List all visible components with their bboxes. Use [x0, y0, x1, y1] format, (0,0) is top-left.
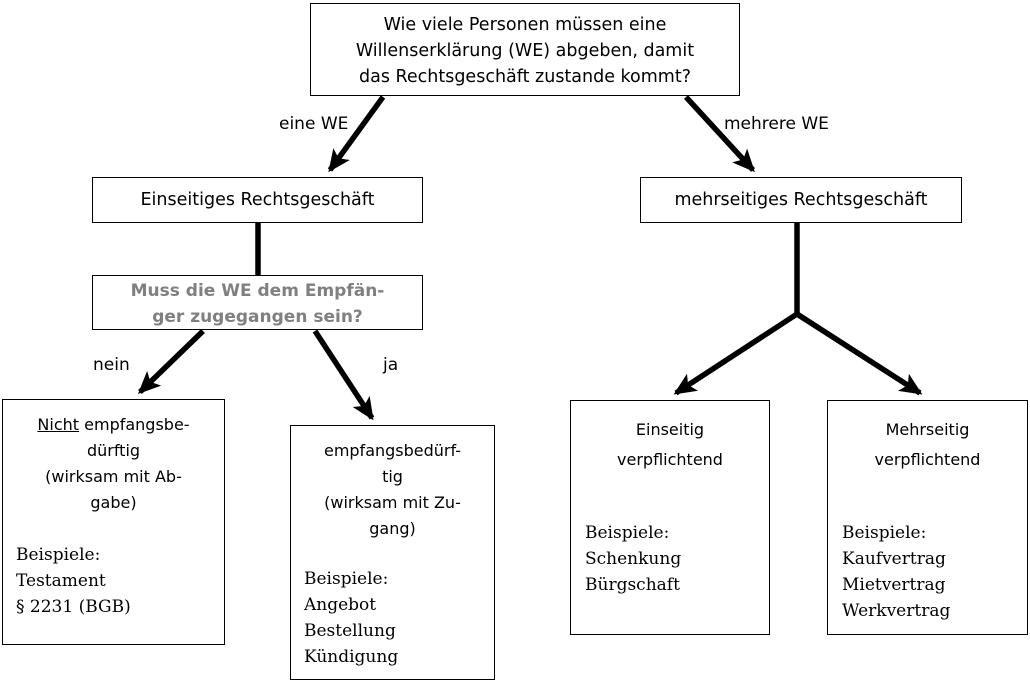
- node-empfangsbeduerftig: empfangsbedürf- tig (wirksam mit Zu- gan…: [290, 425, 495, 680]
- edge-fork-to-einseitig-verpflichtend: [673, 311, 799, 396]
- node-mehrseitig-verpflichtend: Mehrseitig verpflichtend Beispiele: Kauf…: [827, 400, 1028, 635]
- edge-question-to-nicht: [137, 329, 205, 394]
- node-mehrseitig-verpflichtend-label: Mehrseitig verpflichtend: [874, 420, 981, 469]
- node-einseitig-verpflichtend: Einseitig verpflichtend Beispiele: Schen…: [570, 400, 770, 635]
- node-root-question-label: Wie viele Personen müssen eine Willenser…: [355, 15, 695, 87]
- node-einseitiges-rechtsgeschaeft: Einseitiges Rechtsgeschäft: [92, 177, 423, 223]
- node-einseitig-verpflichtend-examples: Beispiele: Schenkung Bürgschaft: [585, 523, 682, 595]
- node-mehrseitig-verpflichtend-examples: Beispiele: Kaufvertrag Mietvertrag Werkv…: [842, 523, 951, 621]
- edge-label-nein: nein: [93, 355, 130, 375]
- edge-question-to-beduerftig: [312, 329, 375, 421]
- node-einseitig-verpflichtend-label: Einseitig verpflichtend: [617, 420, 723, 469]
- node-nicht-empfangsbeduerftig-emphasis: Nicht: [37, 415, 80, 434]
- node-root-question: Wie viele Personen müssen eine Willenser…: [310, 3, 740, 96]
- edge-label-mehrere-we: mehrere WE: [724, 114, 829, 134]
- node-nicht-empfangsbeduerftig-label: Nicht empfangsbe- dürftig (wirksam mit A…: [3, 400, 224, 516]
- edge-label-ja: ja: [383, 355, 399, 375]
- node-mehrseitiges-rechtsgeschaeft-label: mehrseitiges Rechtsgeschäft: [674, 190, 928, 210]
- edge-label-eine-we: eine WE: [279, 114, 349, 134]
- node-mehrseitiges-rechtsgeschaeft: mehrseitiges Rechtsgeschäft: [640, 177, 962, 223]
- node-nicht-empfangsbeduerftig: Nicht empfangsbe- dürftig (wirksam mit A…: [2, 399, 225, 645]
- node-nicht-empfangsbeduerftig-examples: Beispiele: Testament § 2231 (BGB): [16, 545, 131, 617]
- node-empfangsbeduerftig-label: empfangsbedürf- tig (wirksam mit Zu- gan…: [323, 441, 462, 538]
- node-zugang-question-label: Muss die WE dem Empfän- ger zugegangen s…: [130, 281, 385, 327]
- node-einseitiges-rechtsgeschaeft-label: Einseitiges Rechtsgeschäft: [140, 190, 375, 210]
- node-nicht-empfangsbeduerftig-rest: empfangsbe- dürftig (wirksam mit Ab- gab…: [45, 415, 190, 512]
- edge-fork-to-mehrseitig-verpflichtend: [795, 311, 923, 396]
- node-zugang-question: Muss die WE dem Empfän- ger zugegangen s…: [92, 275, 423, 330]
- node-empfangsbeduerftig-examples: Beispiele: Angebot Bestellung Kündigung: [304, 569, 399, 667]
